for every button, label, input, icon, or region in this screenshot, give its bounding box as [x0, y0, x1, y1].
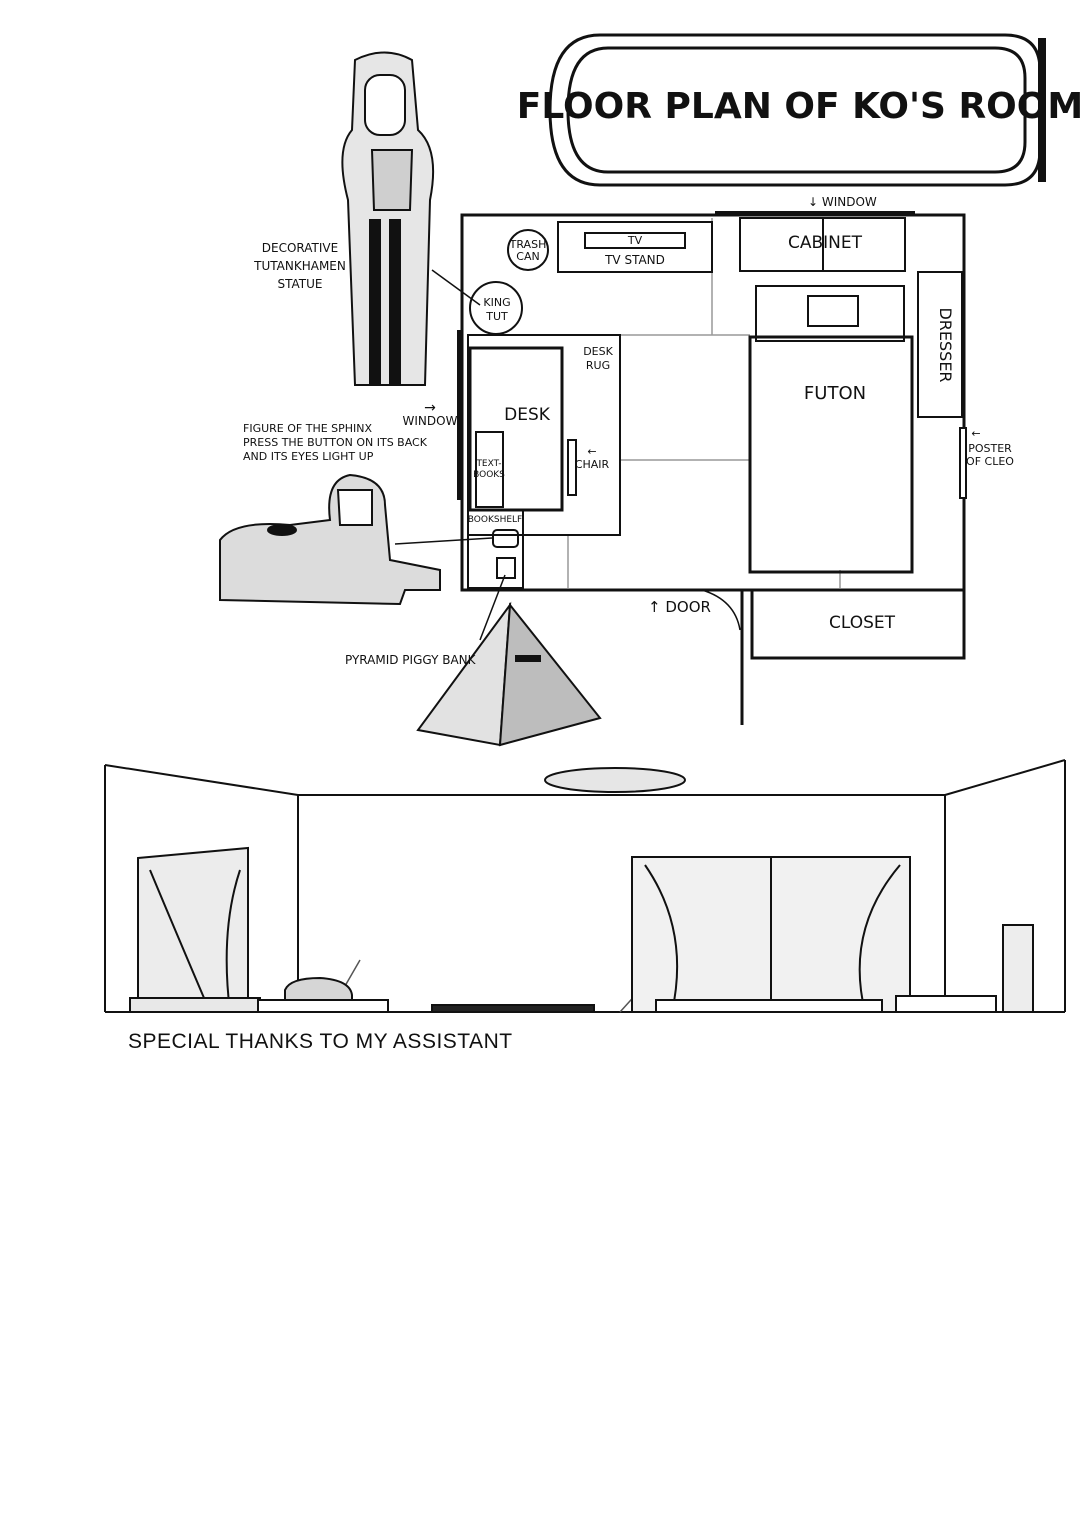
statue-callout-text: DECORATIVE TUTANKHAMEN STATUE — [253, 241, 346, 291]
sphinx-label-2: PRESS THE BUTTON ON ITS BACK — [243, 436, 428, 449]
footer-credit: SPECIAL THANKS TO MY ASSISTANT — [128, 1030, 513, 1053]
tutankhamen-statue-figure — [341, 51, 435, 386]
page-title: FLOOR PLAN OF KO'S ROOM — [517, 86, 1080, 127]
dresser-label: DRESSER — [936, 307, 955, 382]
pyramid-piggy-bank-figure — [416, 601, 602, 747]
poster-arrow: ← — [971, 427, 980, 440]
trash-can-label-2: CAN — [516, 250, 539, 263]
window-top-label: ↓ WINDOW — [808, 195, 877, 209]
king-tut-label-1: KING — [483, 296, 510, 309]
door-label: ↑ DOOR — [648, 598, 711, 616]
tv-label: TV — [627, 234, 643, 247]
statue-callout-line — [431, 269, 481, 306]
sphinx-label-3: AND ITS EYES LIGHT UP — [243, 450, 374, 463]
cabinet-label: CABINET — [788, 233, 863, 253]
chair-arrow: ← — [587, 445, 596, 458]
textbooks-label-2: BOOKS — [473, 470, 505, 480]
window-left-arrow: → — [424, 400, 436, 416]
room-details — [137, 846, 1034, 1013]
poster-label-2: OF CLEO — [966, 455, 1014, 468]
futon-label: FUTON — [804, 383, 866, 404]
window-left-label: WINDOW — [403, 414, 458, 428]
pyramid-label: PYRAMID PIGGY BANK — [345, 653, 477, 667]
floor-plan — [457, 211, 967, 725]
pyramid-callout-line — [479, 574, 506, 641]
desk-rug-label-1: DESK — [583, 345, 613, 358]
statue-label-2: TUTANKHAMEN — [253, 259, 346, 273]
sphinx-callout-line — [394, 537, 493, 545]
bookshelf-label: BOOKSHELF — [468, 515, 522, 525]
floor-plan-labels: ↓ WINDOW TRASH CAN TV TV STAND CABINET K… — [403, 195, 1015, 633]
textbooks-label-1: TEXT- — [475, 459, 501, 469]
room-furniture — [129, 995, 997, 1013]
chair-label: CHAIR — [575, 458, 610, 471]
poster-label-1: POSTER — [968, 442, 1012, 455]
sphinx-label-1: FIGURE OF THE SPHINX — [243, 422, 373, 435]
sphinx-callout-text: FIGURE OF THE SPHINX PRESS THE BUTTON ON… — [243, 422, 428, 463]
king-tut-label-2: TUT — [485, 310, 508, 323]
trash-can-label-1: TRASH — [509, 238, 547, 251]
closet-label: CLOSET — [829, 613, 896, 633]
sphinx-figure — [219, 473, 441, 606]
statue-label-3: STATUE — [278, 277, 323, 291]
statue-label-1: DECORATIVE — [262, 241, 338, 255]
desk-rug-label-2: RUG — [586, 359, 610, 372]
desk-label: DESK — [504, 405, 551, 425]
title-cartouche: FLOOR PLAN OF KO'S ROOM — [517, 33, 1080, 187]
tv-stand-label: TV STAND — [604, 253, 665, 267]
